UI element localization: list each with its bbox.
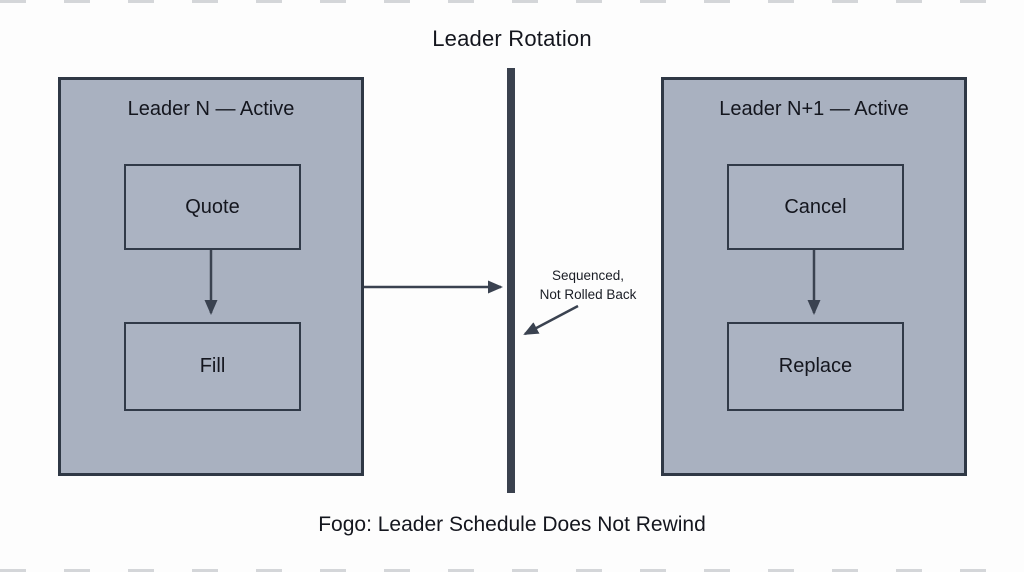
annotation-line-1: Sequenced,: [551, 268, 625, 283]
leader-n1-panel-title: Leader N+1 — Active: [719, 98, 909, 120]
bottom-edge-marks: [0, 569, 1024, 572]
leader-n-panel: Leader N — Active Quote Fill: [58, 77, 364, 476]
annotation-line-2: Not Rolled Back: [539, 287, 637, 302]
leader-n-panel-title: Leader N — Active: [127, 98, 295, 120]
annotation-sequenced-not-rolled-back: Sequenced, Not Rolled Back: [524, 266, 652, 304]
quote-node: Quote: [124, 164, 301, 250]
quote-node-label: Quote: [185, 195, 240, 218]
leader-rotation-divider: [507, 68, 515, 493]
top-edge-marks: [0, 0, 1024, 3]
fill-node: Fill: [124, 322, 301, 411]
annotation-arrow: [523, 304, 579, 336]
replace-node-label: Replace: [778, 355, 853, 377]
replace-node: Replace: [727, 322, 904, 411]
diagram-title: Leader Rotation: [432, 26, 592, 51]
diagram-caption: Fogo: Leader Schedule Does Not Rewind: [318, 513, 706, 536]
cancel-node: Cancel: [727, 164, 904, 250]
cancel-node-label: Cancel: [784, 195, 847, 218]
fill-node-label: Fill: [199, 355, 226, 377]
leader-n1-panel: Leader N+1 — Active Cancel Replace: [661, 77, 967, 476]
